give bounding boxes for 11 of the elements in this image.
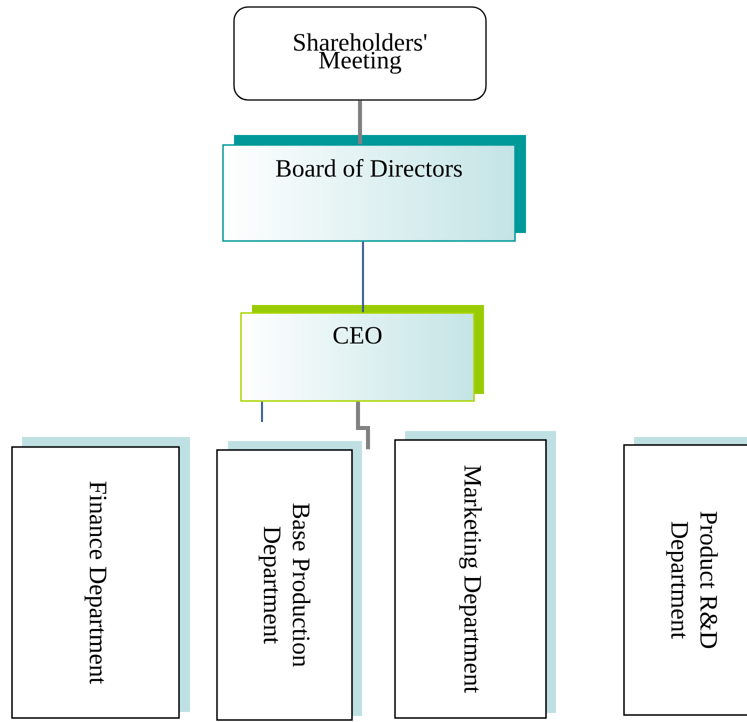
rounded-box: Shareholders' Meeting bbox=[233, 6, 487, 101]
box: Finance Department bbox=[11, 437, 190, 719]
box: Board of Directors bbox=[222, 135, 526, 242]
box: Product R&D Department bbox=[623, 437, 747, 716]
connector-line bbox=[358, 100, 362, 144]
box: CEO bbox=[240, 305, 484, 402]
connector-line bbox=[362, 242, 364, 312]
box: Marketing Department bbox=[394, 431, 556, 719]
box: Base Production Department bbox=[216, 441, 362, 721]
connector-line bbox=[261, 402, 263, 422]
connector-line bbox=[356, 402, 370, 450]
